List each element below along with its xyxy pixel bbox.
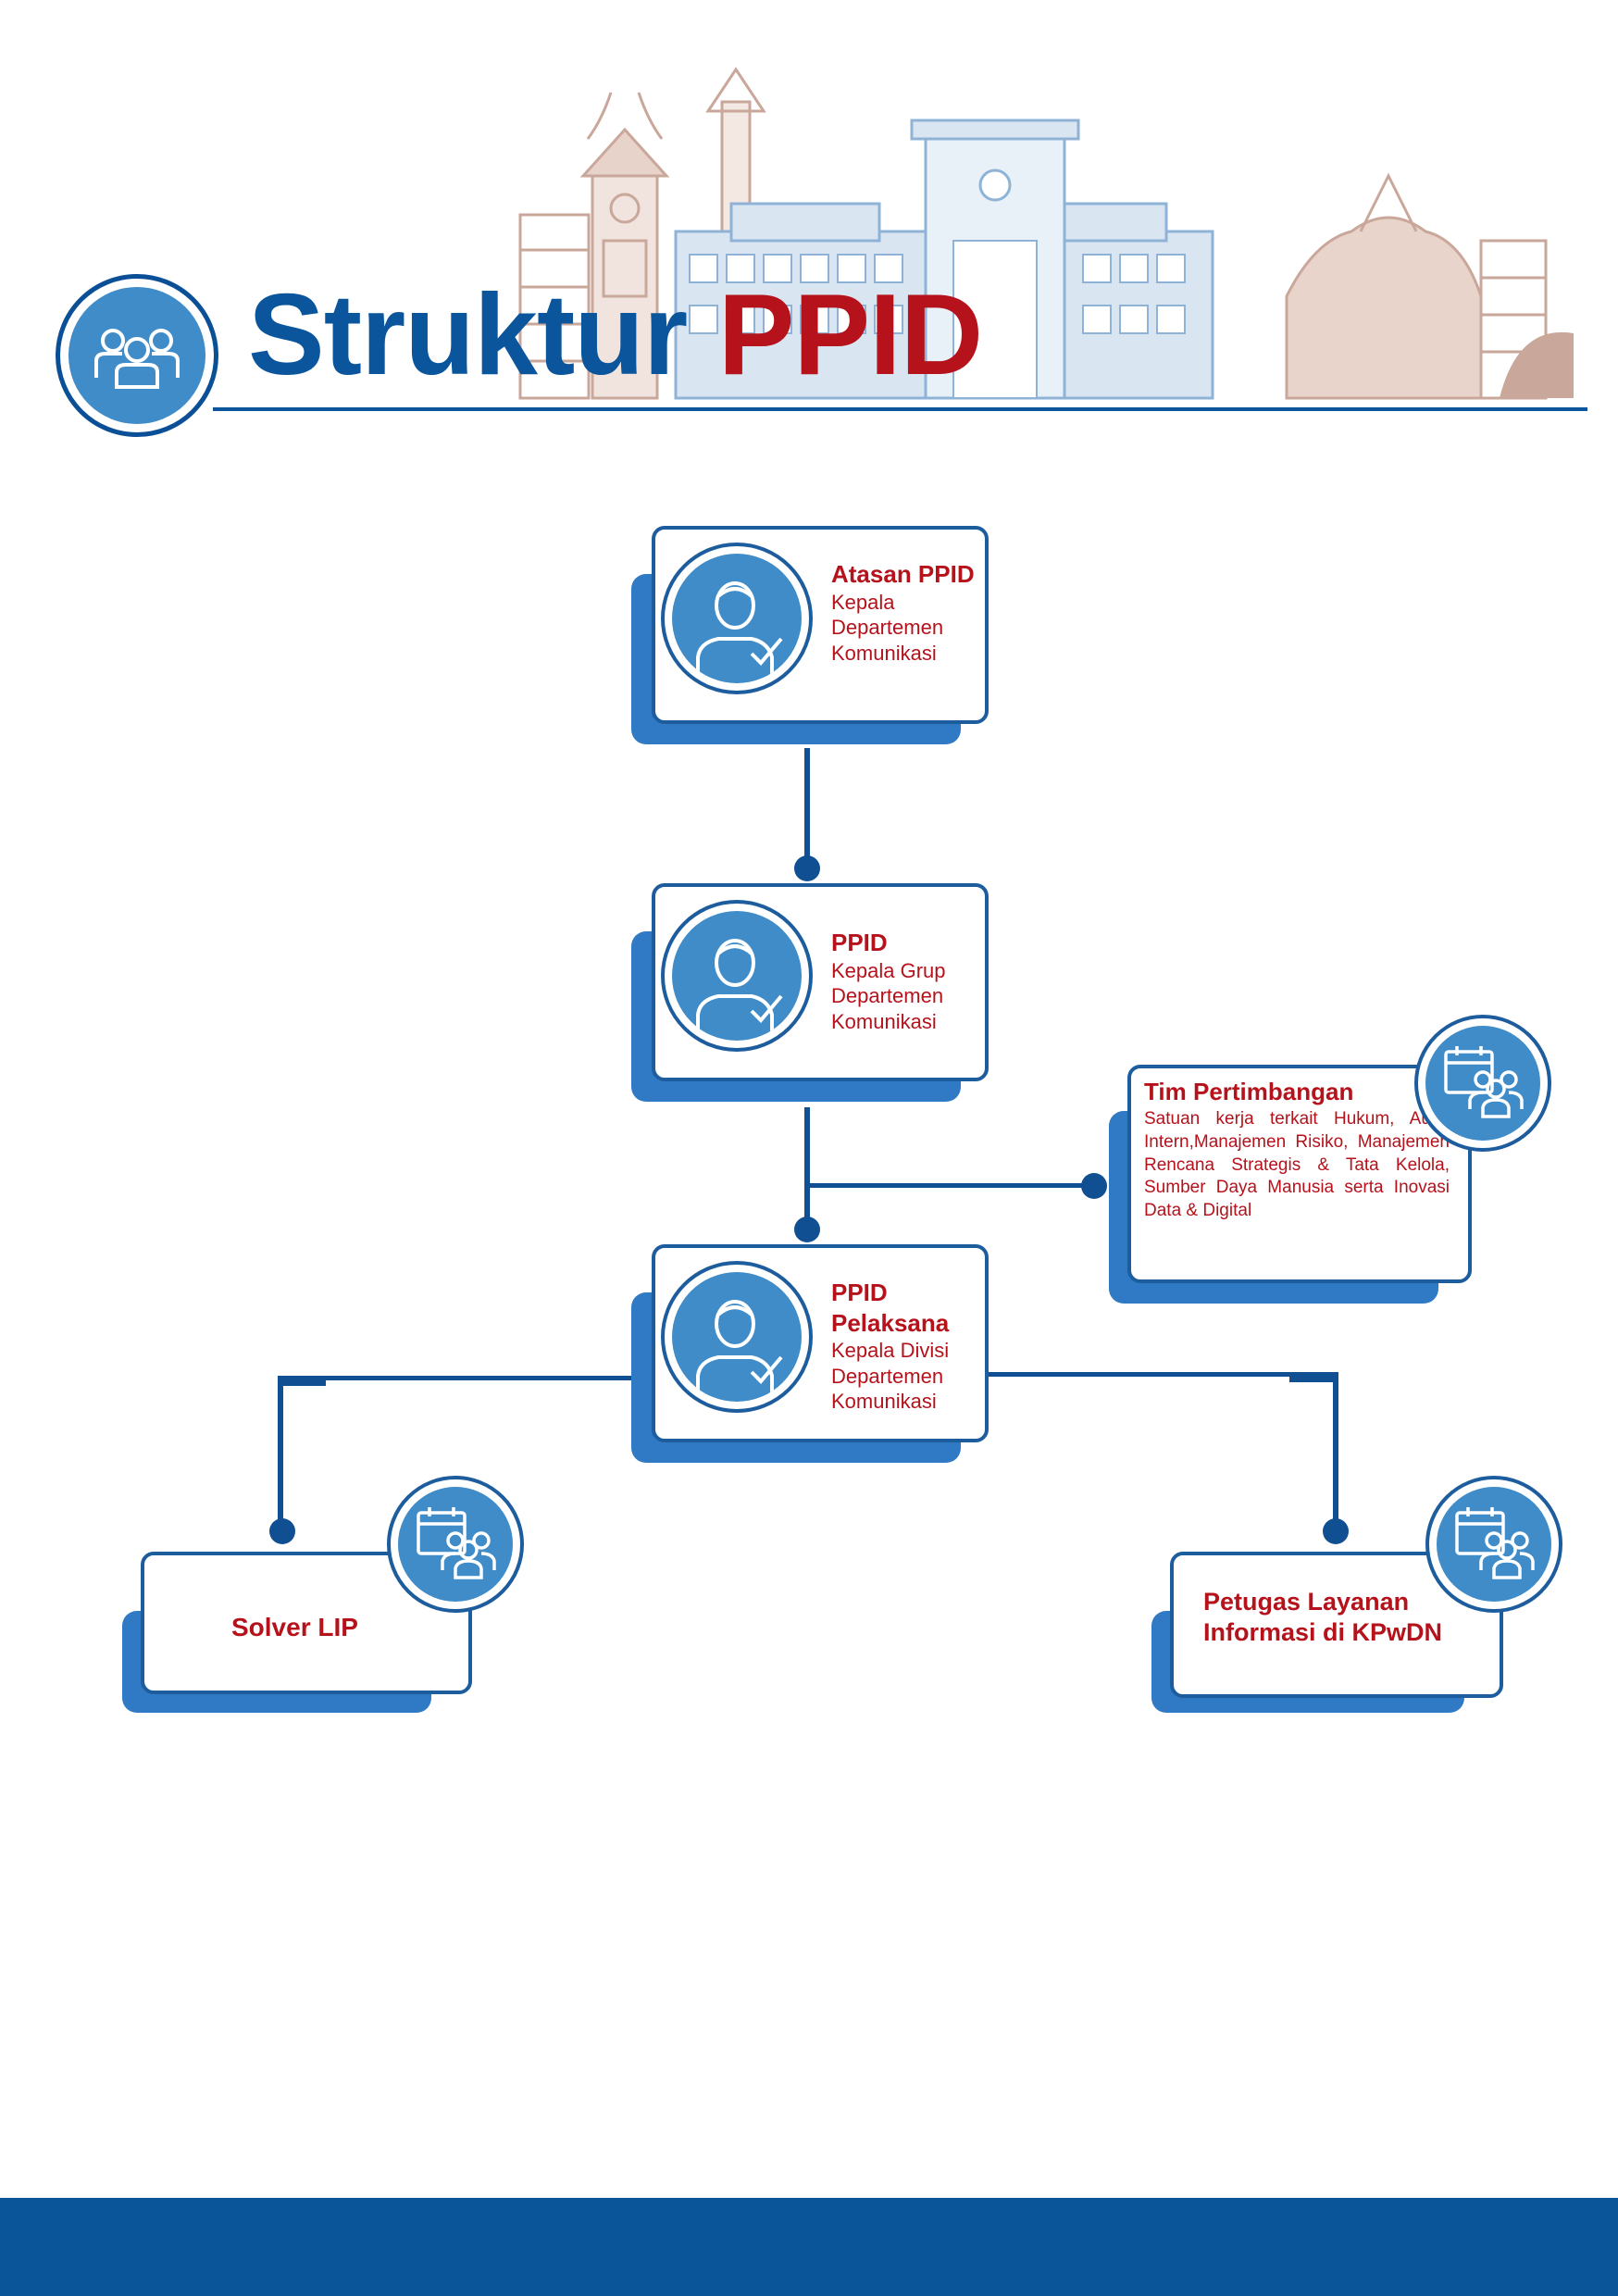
node-line: Komunikasi [831, 1390, 937, 1413]
title-word-struktur: Struktur [248, 271, 688, 399]
node-title: PPID Pelaksana [831, 1279, 950, 1337]
node-line: Komunikasi [831, 1009, 937, 1033]
connector-atasan-ppid [804, 748, 810, 868]
connector-solver-tab [278, 1376, 326, 1386]
person-avatar-icon [661, 1261, 813, 1413]
connector-ppid-pelaksana [804, 1107, 810, 1229]
city-skyline-illustration [518, 67, 1574, 400]
node-line: Komunikasi [831, 641, 937, 665]
footer-bar [0, 2198, 1618, 2296]
person-avatar-icon [661, 543, 813, 694]
connector-solver-vertical [278, 1376, 283, 1531]
connector-dot [794, 855, 820, 881]
group-people-icon [56, 274, 218, 437]
connector-dot [794, 1217, 820, 1242]
connector-tim [807, 1183, 1094, 1188]
node-description: Satuan kerja terkait Hukum, Audit Intern… [1144, 1109, 1450, 1220]
node-line: Departemen [831, 1364, 944, 1388]
connector-solver [278, 1376, 633, 1380]
node-line: Kepala [831, 590, 895, 614]
node-title: Atasan PPID [831, 560, 975, 588]
node-title: Tim Pertimbangan [1144, 1078, 1354, 1105]
title-underline [213, 407, 1587, 411]
connector-petugas-tab [1289, 1372, 1338, 1382]
node-solver-lip: Solver LIP [141, 1552, 472, 1694]
title-word-ppid: PPID [717, 271, 983, 399]
node-tim-pertimbangan: Tim Pertimbangan Satuan kerja terkait Hu… [1127, 1065, 1472, 1283]
connector-petugas [983, 1372, 1338, 1377]
page-title: Struktur PPID [248, 278, 983, 393]
connector-dot [1081, 1173, 1107, 1199]
connector-petugas-vertical [1333, 1372, 1338, 1531]
node-title: Petugas Layanan Informasi di KPwDN [1203, 1588, 1443, 1646]
person-avatar-icon [661, 900, 813, 1052]
connector-dot [269, 1518, 295, 1544]
team-calendar-icon [1414, 1015, 1551, 1152]
node-line: Kepala Grup [831, 958, 946, 982]
node-line: Departemen [831, 616, 944, 639]
node-line: Departemen [831, 984, 944, 1007]
team-calendar-icon [1425, 1476, 1562, 1613]
team-calendar-icon [387, 1476, 524, 1613]
node-line: Kepala Divisi [831, 1339, 950, 1362]
connector-dot [1323, 1518, 1349, 1544]
node-title: Solver LIP [231, 1613, 358, 1641]
node-title: PPID [831, 929, 888, 956]
